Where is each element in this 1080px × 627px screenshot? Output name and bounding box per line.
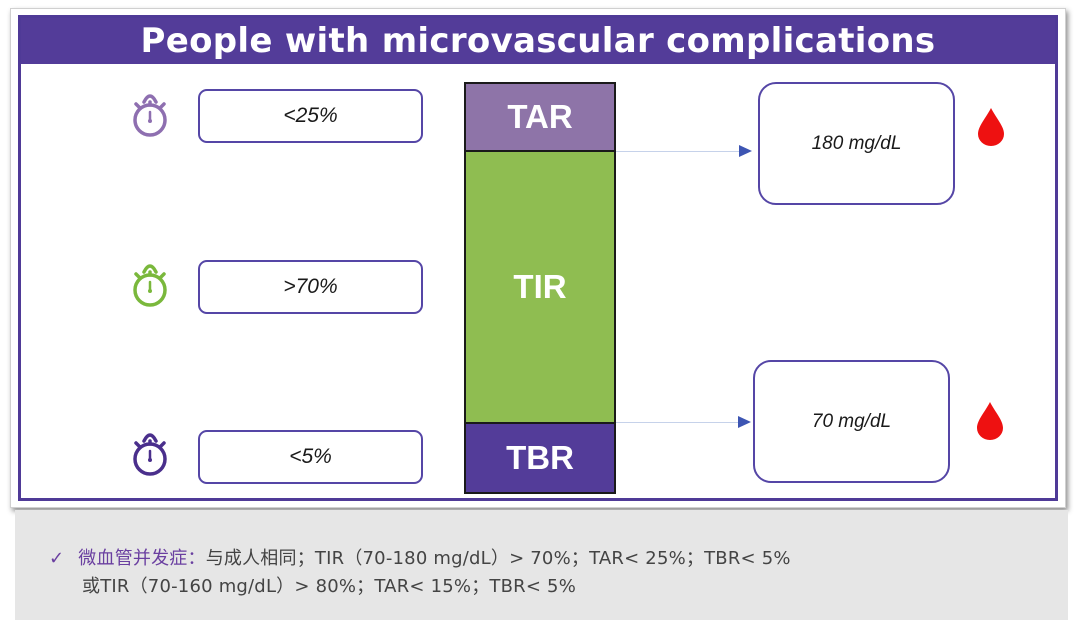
tbr-segment: TBR bbox=[466, 424, 614, 492]
stopwatch-icon bbox=[133, 94, 167, 137]
diagram-title: People with microvascular complications bbox=[21, 18, 1055, 64]
lower-threshold-value: 70 mg/dL bbox=[811, 410, 892, 432]
connector-line-lower bbox=[616, 422, 738, 423]
tir-target-value: >70% bbox=[283, 275, 338, 298]
tar-label: TAR bbox=[507, 98, 573, 135]
tir-segment: TIR bbox=[466, 152, 614, 424]
blood-drop-icon bbox=[977, 402, 1003, 440]
caption-note: ✓ 微血管并发症：与成人相同；TIR（70-180 mg/dL）> 70%；TAR… bbox=[15, 510, 1068, 620]
note-heading: 微血管并发症： bbox=[78, 548, 206, 569]
arrow-right-icon bbox=[739, 145, 752, 157]
tbr-label: TBR bbox=[506, 439, 574, 476]
upper-threshold-value: 180 mg/dL bbox=[811, 132, 902, 154]
tir-label: TIR bbox=[513, 268, 567, 305]
upper-threshold-box: 180 mg/dL bbox=[758, 82, 955, 205]
stopwatch-icon bbox=[133, 433, 167, 476]
note-line-2: 或TIR（70-160 mg/dL）> 80%；TAR< 15%；TBR< 5% bbox=[82, 572, 576, 598]
note-text-1: 与成人相同；TIR（70-180 mg/dL）> 70%；TAR< 25%；TB… bbox=[205, 548, 791, 569]
tar-segment: TAR bbox=[466, 84, 614, 152]
tar-target-box: <25% bbox=[198, 89, 423, 143]
note-line-1: ✓ 微血管并发症：与成人相同；TIR（70-180 mg/dL）> 70%；TAR… bbox=[49, 544, 791, 570]
tbr-target-value: <5% bbox=[289, 445, 332, 468]
connector-line-upper bbox=[616, 151, 740, 152]
tir-target-box: >70% bbox=[198, 260, 423, 314]
arrow-right-icon bbox=[738, 416, 751, 428]
note-text-2: 或TIR（70-160 mg/dL）> 80%；TAR< 15%；TBR< 5% bbox=[82, 576, 577, 597]
lower-threshold-box: 70 mg/dL bbox=[753, 360, 950, 483]
stopwatch-icon bbox=[133, 264, 167, 307]
tbr-target-box: <5% bbox=[198, 430, 423, 484]
tar-target-value: <25% bbox=[283, 104, 338, 127]
blood-drop-icon bbox=[978, 108, 1004, 146]
glucose-range-bar: TAR TIR TBR bbox=[464, 82, 616, 494]
checkmark-icon: ✓ bbox=[49, 548, 65, 569]
